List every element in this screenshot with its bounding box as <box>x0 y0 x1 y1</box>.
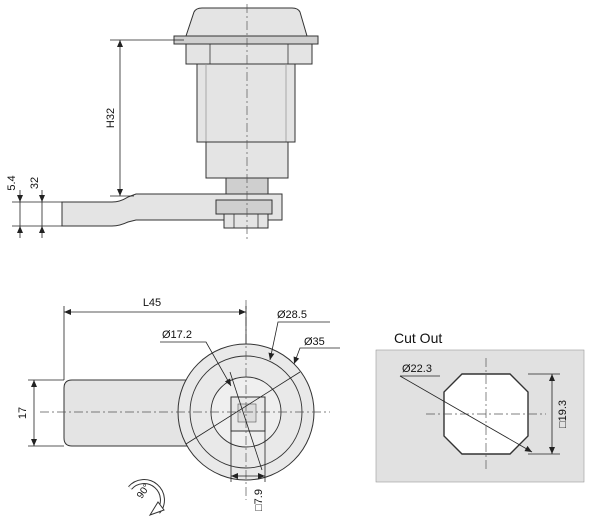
height-label: H32 <box>105 108 117 128</box>
cutout-dia-label: Ø22.3 <box>402 363 432 375</box>
lock-nut <box>185 43 313 65</box>
lock-flange <box>173 35 319 45</box>
square-label: □7.9 <box>253 489 265 511</box>
thickness-label: 5.4 <box>6 175 18 190</box>
screw-tip <box>223 213 269 229</box>
offset-label: 32 <box>29 177 41 189</box>
length-label: L45 <box>143 297 161 309</box>
mid-dia-label: Ø28.5 <box>277 309 307 321</box>
front-view: L45 17 Ø17.2 Ø28.5 Ø35 □7.9 90° <box>17 297 340 516</box>
inner-dia-label: Ø17.2 <box>162 329 192 341</box>
retaining-nut <box>215 199 273 215</box>
rotation-icon: 90° <box>128 479 165 516</box>
side-view: H32 5.4 32 <box>6 4 319 240</box>
outer-dia-label: Ø35 <box>304 336 325 348</box>
lock-body <box>196 63 296 143</box>
cutout-panel: Cut Out Ø22.3 □19.3 <box>375 330 585 483</box>
width-label: 17 <box>17 407 29 419</box>
cutout-title: Cut Out <box>394 330 442 346</box>
lock-cap <box>185 7 308 37</box>
front-cam-arm <box>63 379 191 447</box>
cutout-flat-label: □19.3 <box>557 400 569 428</box>
